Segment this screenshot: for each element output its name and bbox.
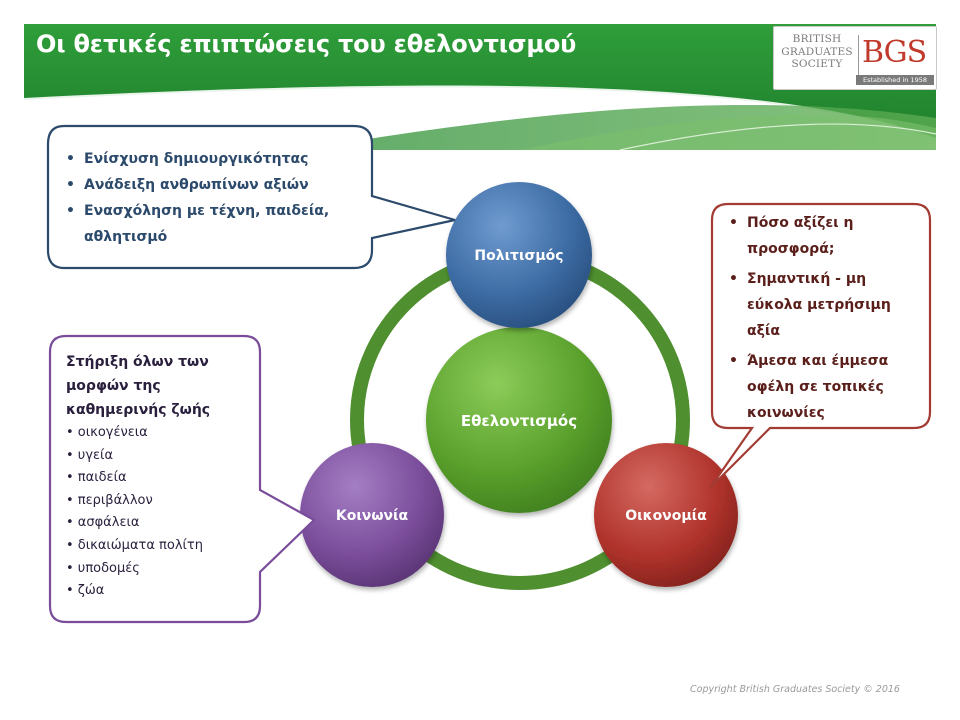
society-heading: Στήριξη όλων των μορφών της καθημερινής … [66, 354, 211, 418]
society-item: • ζώα [66, 583, 105, 599]
logo-line-2: GRADUATES [781, 45, 853, 58]
culture-callout-text: Ενίσχυση δημιουργικότητας Ανάδειξη ανθρω… [66, 146, 366, 250]
logo-divider [858, 35, 859, 79]
logo-established: Established in 1958 [856, 75, 934, 85]
culture-item: Ενίσχυση δημιουργικότητας [66, 146, 366, 172]
society-item: • υγεία [66, 447, 114, 463]
center-node-label: Εθελοντισμός [461, 412, 577, 430]
economy-callout-text: Πόσο αξίζει η προσφορά; Σημαντική - μη ε… [729, 210, 919, 430]
economy-node [594, 443, 738, 587]
culture-node-label: Πολιτισμός [474, 248, 563, 264]
center-node [426, 327, 612, 513]
society-item: • δικαιώματα πολίτη [66, 537, 203, 553]
culture-node [446, 182, 592, 328]
bgs-logo: BRITISH GRADUATES SOCIETY BGS Establishe… [773, 26, 937, 90]
society-item: • ασφάλεια [66, 515, 140, 531]
society-callout-text: Στήριξη όλων των μορφών της καθημερινής … [66, 350, 256, 603]
logo-mark: BGS [862, 35, 927, 70]
society-item: • περιβάλλον [66, 492, 153, 508]
copyright-footer: Copyright British Graduates Society © 20… [690, 684, 900, 695]
society-item: • παιδεία [66, 470, 127, 486]
page-title: Οι θετικές επιπτώσεις του εθελοντισμού [36, 30, 577, 58]
culture-item: Ενασχόληση με τέχνη, παιδεία, αθλητισμό [66, 198, 366, 250]
society-list: • οικογένεια • υγεία • παιδεία • περιβάλ… [66, 422, 256, 603]
logo-line-3: SOCIETY [791, 58, 843, 70]
culture-item: Ανάδειξη ανθρωπίνων αξιών [66, 172, 366, 198]
economy-item: Σημαντική - μη εύκολα μετρήσιμη αξία [729, 266, 919, 344]
society-node [300, 443, 444, 587]
economy-item: Άμεσα και έμμεσα οφέλη σε τοπικές κοινων… [729, 348, 919, 426]
header-banner [24, 24, 937, 150]
society-item: • υποδομές [66, 560, 140, 576]
society-node-label: Κοινωνία [336, 508, 409, 524]
culture-list: Ενίσχυση δημιουργικότητας Ανάδειξη ανθρω… [66, 146, 366, 250]
society-callout [48, 334, 316, 624]
logo-line-1: BRITISH [792, 33, 842, 45]
economy-list: Πόσο αξίζει η προσφορά; Σημαντική - μη ε… [729, 210, 919, 426]
economy-item: Πόσο αξίζει η προσφορά; [729, 210, 919, 262]
society-item: • οικογένεια [66, 425, 148, 440]
economy-node-label: Οικονομία [625, 508, 707, 524]
logo-text: BRITISH GRADUATES SOCIETY [780, 33, 854, 71]
